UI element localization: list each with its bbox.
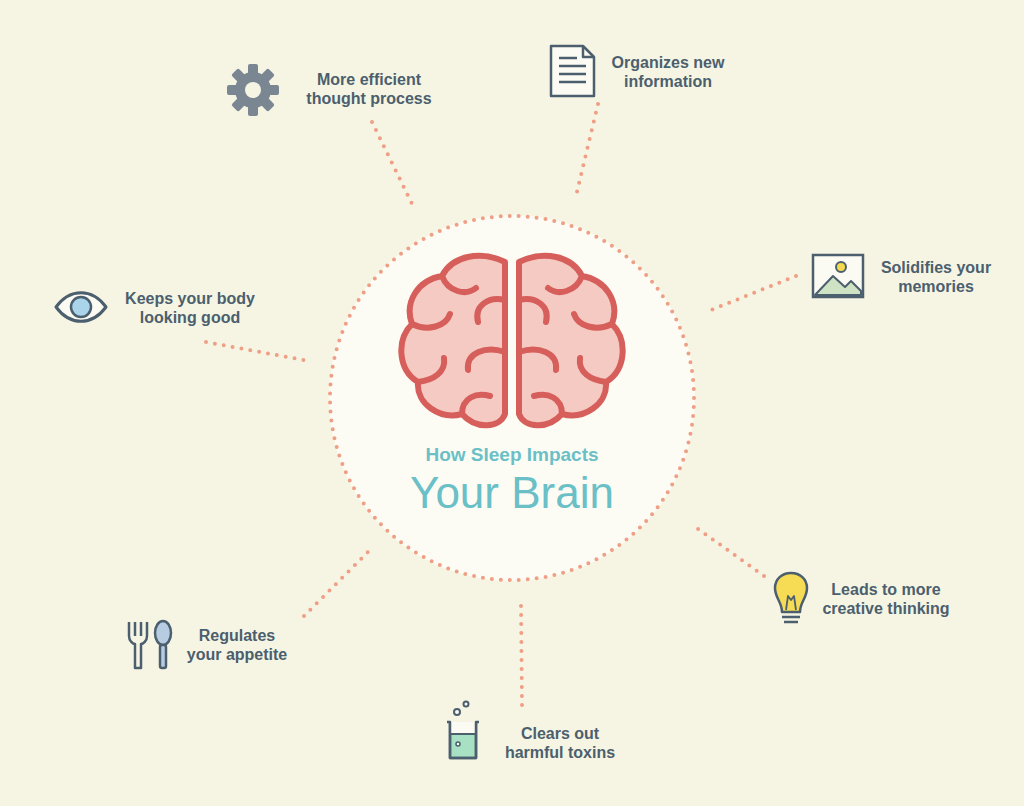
- gear-icon: [227, 64, 279, 116]
- leader-line: [521, 606, 522, 706]
- benefit-label: Organizes new information: [601, 53, 736, 91]
- beaker-icon: [447, 702, 479, 759]
- document-icon: [551, 46, 594, 96]
- picture-icon: [813, 255, 863, 297]
- leader-line: [576, 104, 598, 196]
- leader-line: [206, 342, 304, 360]
- benefit-label: Regulates your appetite: [182, 626, 292, 664]
- dotted-circle: [330, 216, 694, 580]
- center-disc: [329, 215, 695, 581]
- benefit-label: Clears out harmful toxins: [493, 724, 628, 762]
- title-large: Your Brain: [327, 469, 697, 517]
- leader-line: [706, 276, 796, 312]
- benefit-label: Solidifies your memories: [871, 258, 1001, 296]
- leader-line: [694, 526, 764, 576]
- leader-lines: [206, 104, 796, 706]
- brain-illustration: [401, 256, 622, 425]
- leader-line: [304, 546, 374, 616]
- circle-outline: [327, 213, 697, 583]
- benefit-label: Leads to more creative thinking: [811, 580, 961, 618]
- cutlery-icon: [129, 621, 171, 668]
- lightbulb-icon: [775, 573, 807, 622]
- benefit-label: Keeps your body looking good: [115, 289, 265, 327]
- title-small: How Sleep Impacts: [327, 445, 697, 466]
- eye-icon: [56, 293, 106, 322]
- benefit-label: More efficient thought process: [294, 70, 444, 108]
- leader-line: [372, 122, 414, 208]
- center-circle: How Sleep ImpactsYour Brain: [327, 213, 697, 583]
